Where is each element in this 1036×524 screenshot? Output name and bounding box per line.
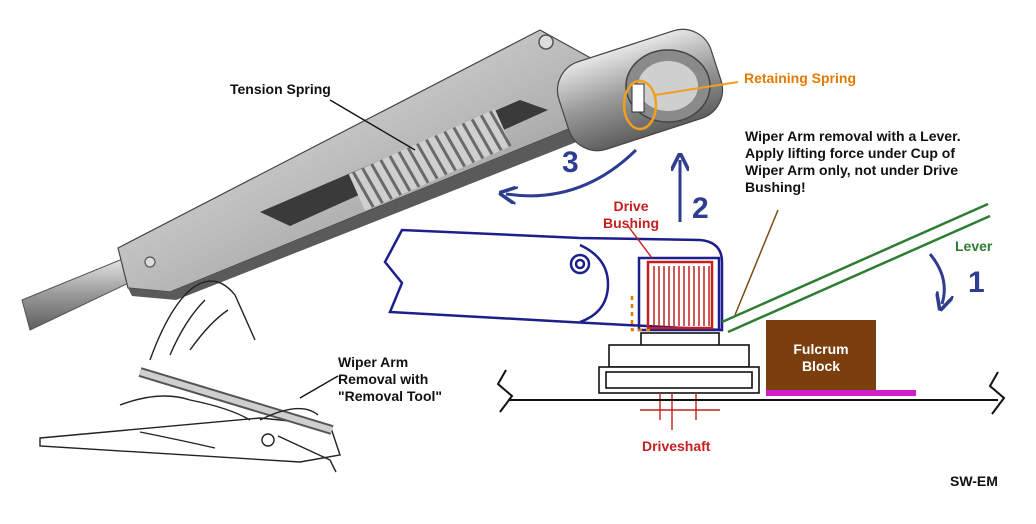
fulcrum-line-1: Fulcrum: [793, 341, 849, 357]
fulcrum-pad: [766, 390, 916, 396]
base-assembly: [598, 332, 760, 394]
label-removal-tool: Wiper Arm Removal with "Removal Tool": [338, 354, 442, 405]
removal-tool-line-1: Wiper Arm: [338, 354, 409, 370]
step-3-number: 3: [562, 146, 579, 179]
label-lever: Lever: [955, 238, 993, 254]
step-1-number: 1: [968, 266, 985, 299]
label-drive-bushing: Drive Bushing: [603, 198, 659, 232]
wiper-arm-photo-icon: [21, 28, 724, 331]
instruction-line-3: Wiper Arm only, not under Drive: [745, 162, 959, 178]
label-driveshaft: Driveshaft: [642, 438, 711, 454]
drive-bushing-line-2: Bushing: [603, 215, 659, 231]
drive-bushing-icon: [637, 256, 721, 332]
fulcrum-block-icon: [766, 320, 876, 392]
lever-icon: [721, 202, 991, 334]
label-tension-spring: Tension Spring: [230, 81, 331, 97]
instruction-note: Wiper Arm removal with a Lever. Apply li…: [745, 128, 961, 196]
label-retaining-spring: Retaining Spring: [744, 70, 856, 86]
fulcrum-line-2: Block: [801, 358, 841, 374]
ground-line: [496, 369, 1006, 415]
removal-tool-line-3: "Removal Tool": [338, 388, 443, 404]
credit-label: SW-EM: [950, 473, 998, 489]
instruction-line-1: Wiper Arm removal with a Lever.: [745, 128, 961, 144]
drive-bushing-line-1: Drive: [613, 198, 649, 214]
instruction-line-2: Apply lifting force under Cup of: [745, 145, 955, 161]
step-arrows: [506, 148, 944, 304]
arm-outline-schematic: [383, 228, 724, 332]
label-fulcrum-block: Fulcrum Block: [766, 341, 876, 375]
retaining-spring-marker: [622, 79, 658, 131]
instruction-line-4: Bushing!: [745, 179, 806, 195]
driveshaft-icon: [640, 393, 720, 430]
removal-tool-line-2: Removal with: [338, 371, 429, 387]
step-2-number: 2: [692, 192, 709, 225]
removal-tool-sketch-icon: [39, 280, 341, 473]
